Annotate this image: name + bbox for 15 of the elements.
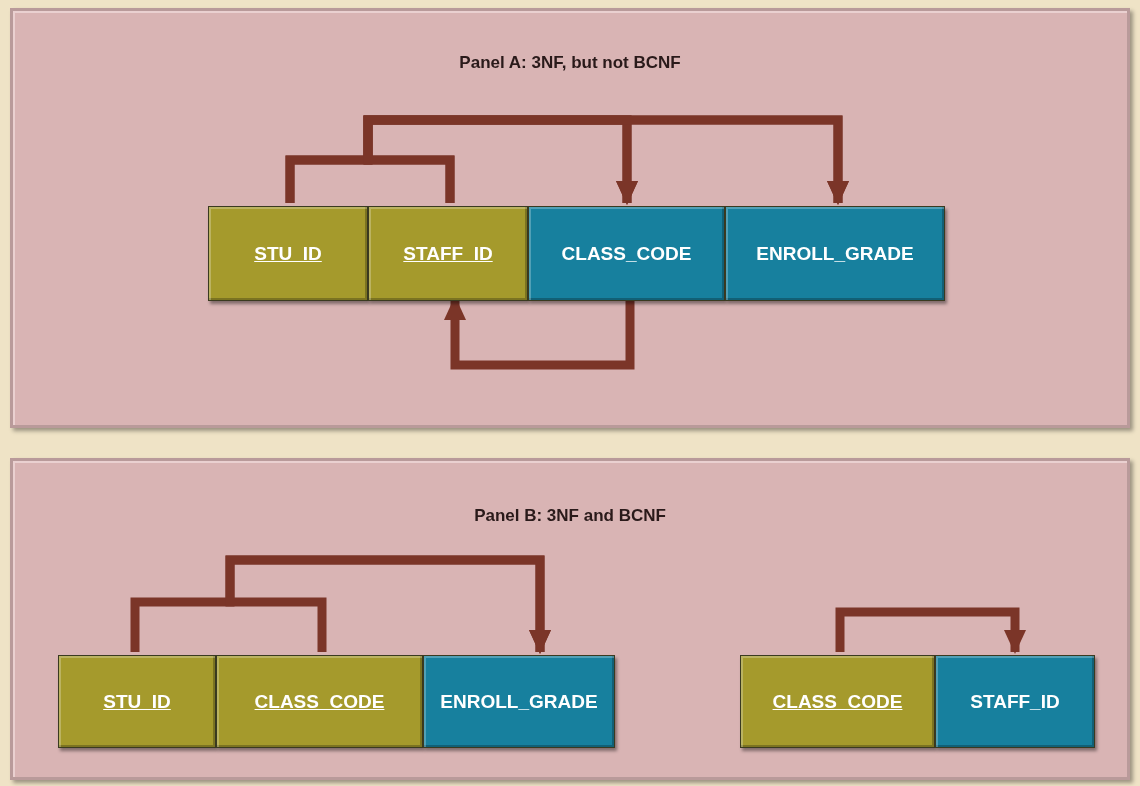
attribute-box: ENROLL_GRADE bbox=[423, 655, 615, 748]
panel bbox=[10, 458, 1130, 780]
attribute-box: CLASS_CODE bbox=[528, 206, 725, 301]
attribute-box: ENROLL_GRADE bbox=[725, 206, 945, 301]
attribute-box: STAFF_ID bbox=[935, 655, 1095, 748]
key-attribute-box: STAFF_ID bbox=[368, 206, 528, 301]
panel-title: Panel A: 3NF, but not BCNF bbox=[458, 53, 682, 73]
panel-title: Panel B: 3NF and BCNF bbox=[473, 506, 667, 526]
dependency-arrow bbox=[835, 607, 1026, 654]
key-attribute-box: STU_ID bbox=[208, 206, 368, 301]
key-attribute-box: STU_ID bbox=[58, 655, 216, 748]
key-attribute-box: CLASS_CODE bbox=[740, 655, 935, 748]
panel bbox=[10, 8, 1130, 428]
key-attribute-box: CLASS_CODE bbox=[216, 655, 423, 748]
dependency-arrow bbox=[225, 555, 551, 654]
